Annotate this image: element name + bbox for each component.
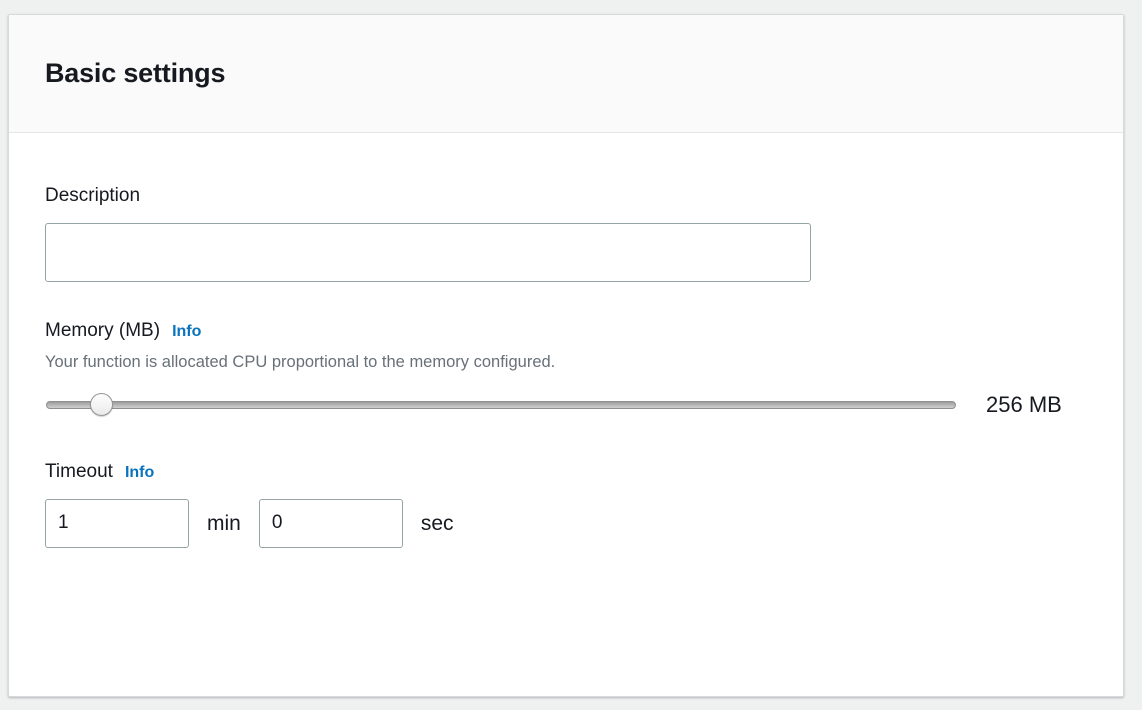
timeout-row: min sec (45, 498, 1087, 548)
timeout-seconds-unit: sec (420, 511, 454, 535)
memory-value-label: 256 MB (986, 391, 1062, 417)
card-header: Basic settings (9, 15, 1123, 133)
memory-slider-row: 256 MB (45, 391, 1087, 417)
description-label: Description (45, 185, 141, 206)
slider-thumb[interactable] (90, 392, 114, 416)
page-title: Basic settings (45, 57, 226, 88)
memory-slider[interactable] (46, 392, 956, 417)
slider-track[interactable] (46, 400, 956, 409)
timeout-info-link[interactable]: Info (124, 463, 155, 481)
timeout-label: Timeout (45, 460, 113, 482)
basic-settings-card: Basic settings Description Memory (MB) I… (8, 14, 1124, 697)
timeout-seconds-input[interactable] (258, 498, 403, 548)
timeout-minutes-unit: min (207, 511, 241, 535)
memory-help-text: Your function is allocated CPU proportio… (45, 352, 556, 371)
card-body: Description Memory (MB) Info Your functi… (9, 133, 1123, 548)
memory-field: Memory (MB) Info Your function is alloca… (45, 320, 1087, 417)
timeout-label-row: Timeout Info (45, 461, 1087, 484)
memory-label-row: Memory (MB) Info (45, 320, 1087, 343)
timeout-field: Timeout Info min sec (45, 461, 1087, 548)
description-field: Description (45, 185, 1087, 282)
description-label-row: Description (45, 185, 1087, 208)
memory-info-link[interactable]: Info (172, 322, 202, 340)
timeout-minutes-input[interactable] (45, 498, 189, 548)
description-input[interactable] (45, 222, 811, 282)
memory-label: Memory (MB) (45, 319, 161, 341)
